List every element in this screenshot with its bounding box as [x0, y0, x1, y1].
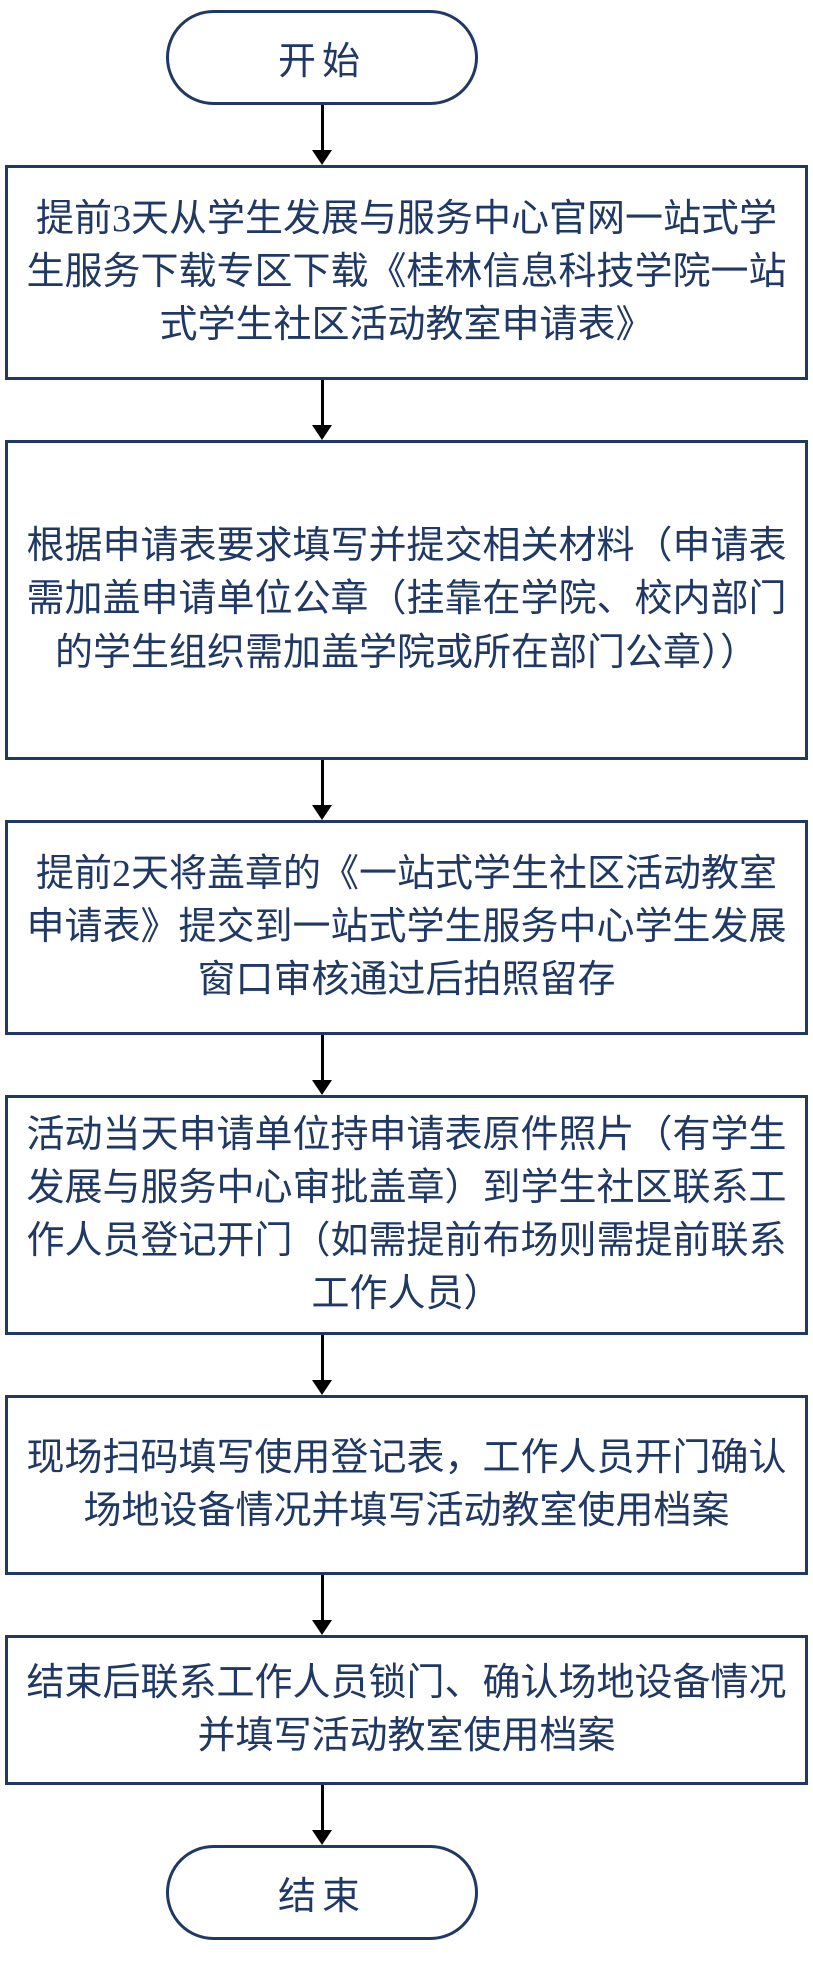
process-node-fill-and-stamp: 根据申请表要求填写并提交相关材料（申请表需加盖申请单位公章（挂靠在学院、校内部门… — [5, 440, 808, 760]
process-node-label: 根据申请表要求填写并提交相关材料（申请表需加盖申请单位公章（挂靠在学院、校内部门… — [26, 525, 787, 674]
connector-arrow-3 — [310, 760, 334, 820]
arrow-down-icon — [312, 1830, 332, 1845]
process-node-download-form: 提前3天从学生发展与服务中心官网一站式学生服务下载专区下载《桂林信息科技学院一站… — [5, 165, 808, 380]
process-node-label: 现场扫码填写使用登记表，工作人员开门确认场地设备情况并填写活动教室使用档案 — [26, 1436, 787, 1532]
connector-arrow-6 — [310, 1575, 334, 1635]
connector-arrow-1 — [310, 105, 334, 165]
process-node-label: 结束后联系工作人员锁门、确认场地设备情况并填写活动教室使用档案 — [26, 1661, 787, 1757]
arrow-down-icon — [312, 1620, 332, 1635]
process-node-scan-code-register: 现场扫码填写使用登记表，工作人员开门确认场地设备情况并填写活动教室使用档案 — [5, 1395, 808, 1575]
arrow-line — [320, 380, 324, 426]
arrow-line — [320, 1335, 324, 1381]
arrow-down-icon — [312, 1380, 332, 1395]
connector-arrow-4 — [310, 1035, 334, 1095]
process-node-lock-door-archive: 结束后联系工作人员锁门、确认场地设备情况并填写活动教室使用档案 — [5, 1635, 808, 1785]
connector-arrow-2 — [310, 380, 334, 440]
start-node-label: 开始 — [277, 41, 366, 83]
arrow-down-icon — [312, 425, 332, 440]
process-node-label: 提前3天从学生发展与服务中心官网一站式学生服务下载专区下载《桂林信息科技学院一站… — [26, 197, 787, 347]
end-node: 结束 — [166, 1845, 478, 1940]
arrow-down-icon — [312, 805, 332, 820]
connector-arrow-7 — [310, 1785, 334, 1845]
process-node-register-open-door: 活动当天申请单位持申请表原件照片（有学生发展与服务中心审批盖章）到学生社区联系工… — [5, 1095, 808, 1335]
process-node-label: 活动当天申请单位持申请表原件照片（有学生发展与服务中心审批盖章）到学生社区联系工… — [26, 1113, 787, 1316]
start-node: 开始 — [166, 10, 478, 105]
arrow-line — [320, 760, 324, 806]
process-node-label: 提前2天将盖章的《一站式学生社区活动教室申请表》提交到一站式学生服务中心学生发展… — [26, 852, 787, 1002]
arrow-down-icon — [312, 150, 332, 165]
process-node-submit-review: 提前2天将盖章的《一站式学生社区活动教室申请表》提交到一站式学生服务中心学生发展… — [5, 820, 808, 1035]
arrow-line — [320, 105, 324, 151]
arrow-down-icon — [312, 1080, 332, 1095]
end-node-label: 结束 — [277, 1876, 366, 1918]
arrow-line — [320, 1785, 324, 1831]
arrow-line — [320, 1035, 324, 1081]
arrow-line — [320, 1575, 324, 1621]
connector-arrow-5 — [310, 1335, 334, 1395]
